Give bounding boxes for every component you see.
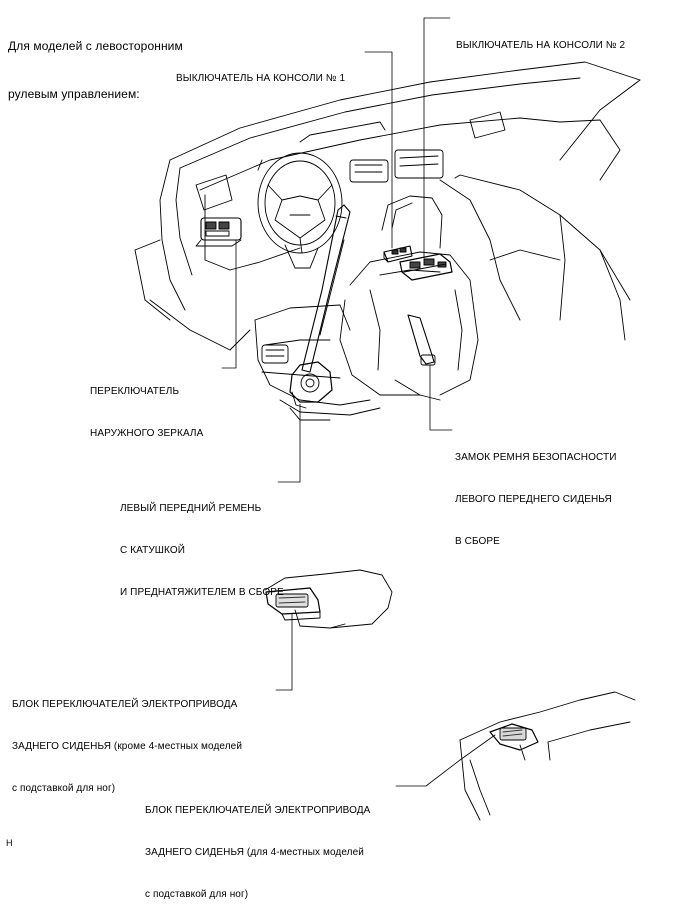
seat-belt-drawing bbox=[289, 204, 351, 409]
label-rear-switch-block-b-line-3: с подставкой для ног) bbox=[145, 889, 249, 900]
label-console-switch-2-line: ВЫКЛЮЧАТЕЛЬ НА КОНСОЛИ № 2 bbox=[456, 40, 626, 51]
label-rear-switch-block-b: БЛОК ПЕРЕКЛЮЧАТЕЛЕЙ ЭЛЕКТРОПРИВОДА ЗАДНЕ… bbox=[145, 776, 370, 916]
label-rear-switch-block-a-line-2: ЗАДНЕГО СИДЕНЬЯ (кроме 4-местных моделей bbox=[12, 741, 243, 752]
rear-armrest-drawing bbox=[264, 569, 393, 629]
heading-line-2: рулевым управлением: bbox=[8, 87, 140, 101]
dashboard-drawing bbox=[134, 61, 641, 351]
leader-lines bbox=[221, 17, 496, 787]
label-console-switch-2: ВЫКЛЮЧАТЕЛЬ НА КОНСОЛИ № 2 bbox=[456, 11, 625, 67]
rear-armrest-4seat-drawing bbox=[459, 691, 636, 821]
label-outer-mirror-switch: ПЕРЕКЛЮЧАТЕЛЬ НАРУЖНОГО ЗЕРКАЛА bbox=[90, 357, 203, 455]
label-console-switch-1-line: ВЫКЛЮЧАТЕЛЬ НА КОНСОЛИ № 1 bbox=[176, 73, 346, 84]
diagram-stage: Для моделей с левосторонним рулевым упра… bbox=[6, 6, 641, 900]
front-seat-drawing bbox=[254, 195, 479, 421]
console-switches-drawing bbox=[383, 245, 453, 281]
label-front-belt-assembly: ЛЕВЫЙ ПЕРЕДНИЙ РЕМЕНЬ С КАТУШКОЙ И ПРЕДН… bbox=[120, 474, 284, 614]
steering-wheel-drawing bbox=[257, 152, 343, 269]
label-rear-switch-block-b-line-1: БЛОК ПЕРЕКЛЮЧАТЕЛЕЙ ЭЛЕКТРОПРИВОДА bbox=[145, 805, 371, 816]
label-rear-switch-block-b-line-2: ЗАДНЕГО СИДЕНЬЯ (для 4-местных моделей bbox=[145, 847, 364, 858]
label-rear-switch-block-a-line-1: БЛОК ПЕРЕКЛЮЧАТЕЛЕЙ ЭЛЕКТРОПРИВОДА bbox=[12, 699, 238, 710]
label-seat-belt-buckle-line-1: ЗАМОК РЕМНЯ БЕЗОПАСНОСТИ bbox=[455, 452, 617, 463]
label-rear-switch-block-a-line-3: с подставкой для ног) bbox=[12, 783, 116, 794]
figure-code: H bbox=[6, 838, 13, 848]
label-console-switch-1: ВЫКЛЮЧАТЕЛЬ НА КОНСОЛИ № 1 bbox=[176, 44, 345, 100]
label-seat-belt-buckle-line-2: ЛЕВОГО ПЕРЕДНЕГО СИДЕНЬЯ bbox=[455, 494, 612, 505]
heading-line-1: Для моделей с левосторонним bbox=[8, 39, 183, 53]
label-front-belt-assembly-line-3: И ПРЕДНАТЯЖИТЕЛЕМ В СБОРЕ bbox=[120, 587, 284, 598]
label-outer-mirror-switch-line-1: ПЕРЕКЛЮЧАТЕЛЬ bbox=[90, 386, 180, 397]
illustration bbox=[134, 17, 641, 821]
label-outer-mirror-switch-line-2: НАРУЖНОГО ЗЕРКАЛА bbox=[90, 428, 204, 439]
heading: Для моделей с левосторонним рулевым упра… bbox=[8, 6, 183, 118]
label-front-belt-assembly-line-1: ЛЕВЫЙ ПЕРЕДНИЙ РЕМЕНЬ bbox=[120, 503, 262, 514]
label-seat-belt-buckle: ЗАМОК РЕМНЯ БЕЗОПАСНОСТИ ЛЕВОГО ПЕРЕДНЕГ… bbox=[455, 423, 616, 563]
label-rear-switch-block-a: БЛОК ПЕРЕКЛЮЧАТЕЛЕЙ ЭЛЕКТРОПРИВОДА ЗАДНЕ… bbox=[12, 670, 242, 810]
label-seat-belt-buckle-line-3: В СБОРЕ bbox=[455, 536, 500, 547]
label-front-belt-assembly-line-2: С КАТУШКОЙ bbox=[120, 545, 186, 556]
